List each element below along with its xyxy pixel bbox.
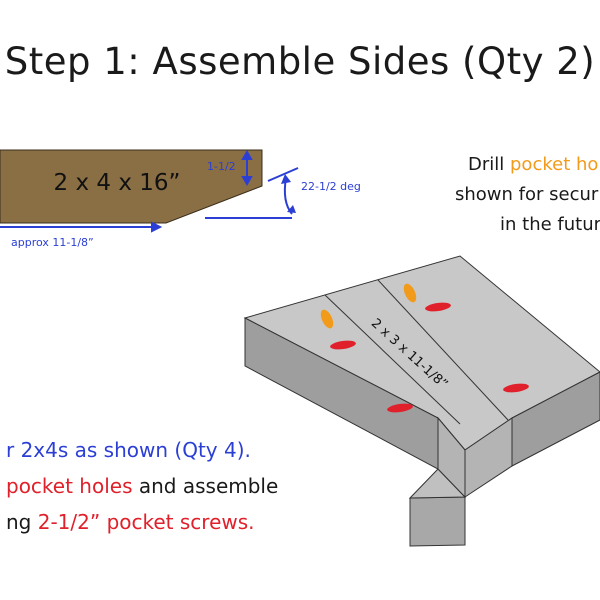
note-left-line1: r 2x4s as shown (Qty 4). xyxy=(6,438,251,462)
board-size-label: 2 x 4 x 16” xyxy=(53,170,181,196)
leg-left-side xyxy=(437,416,466,499)
pocket-hole-red xyxy=(425,302,451,312)
pocket-hole-red xyxy=(503,383,529,393)
note-left-line3-b: 2-1/2” pocket screws. xyxy=(37,510,255,534)
length-label: approx 11-1/8” xyxy=(11,236,94,249)
board-profile xyxy=(0,149,263,224)
note-right-line3: in the futur xyxy=(500,214,600,235)
pocket-holes-red xyxy=(330,302,529,413)
board-seam-2 xyxy=(377,279,509,421)
angle-arrowheads xyxy=(281,174,296,213)
step-title: Step 1: Assemble Sides (Qty 2) xyxy=(4,40,596,83)
thickness-label: 1-1/2 xyxy=(207,160,236,173)
leg-end-left xyxy=(409,496,466,547)
thickness-dimension-arrow xyxy=(241,149,253,187)
pocket-holes-orange xyxy=(320,283,417,329)
pocket-hole-orange xyxy=(320,309,334,329)
note-left-line2-a: pocket holes xyxy=(6,474,133,498)
pocket-hole-red xyxy=(330,340,356,350)
board-seam-1 xyxy=(324,294,461,425)
note-right-line1-b: pocket ho xyxy=(510,154,599,175)
pocket-hole-note: Drill pocket ho shown for secur in the f… xyxy=(440,150,600,240)
pocket-hole-red xyxy=(387,403,413,413)
assembled-side xyxy=(243,255,600,547)
angle-label: 22-1/2 deg xyxy=(301,180,361,193)
note-right-line2: shown for secur xyxy=(455,184,599,205)
assembly-front-face-right xyxy=(511,371,600,467)
note-left-line2-b: and assemble xyxy=(132,474,279,498)
assembly-note: r 2x4s as shown (Qty 4). pocket holes an… xyxy=(0,432,300,540)
note-right-line1-a: Drill xyxy=(468,154,510,175)
note-left-line3-a: ng xyxy=(6,510,38,534)
pocket-hole-orange xyxy=(403,283,417,303)
length-dimension-arrow xyxy=(0,221,163,233)
